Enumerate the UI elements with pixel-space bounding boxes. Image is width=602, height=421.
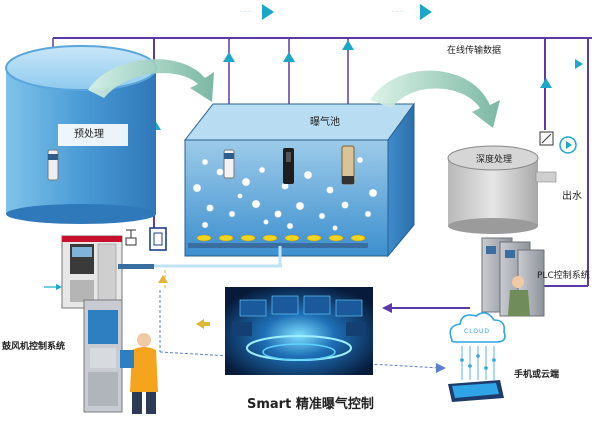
small-left-arrow	[196, 319, 210, 329]
flow-arrow-1	[88, 59, 214, 102]
top-small-label-2: · · · · ·	[392, 9, 404, 14]
air-pipe	[118, 246, 282, 269]
blower-icon	[61, 235, 123, 309]
advanced-treatment-label: 深度处理	[476, 155, 513, 165]
pressure-sensor-icon	[125, 229, 137, 246]
phone-icon	[448, 380, 504, 402]
blower-control-label: 鼓风机控制系统	[2, 342, 66, 352]
probe-icon-2	[223, 149, 235, 179]
dashed-arrow-right	[436, 363, 446, 373]
probe-icon-1	[47, 149, 59, 181]
online-transfer-label: 在线传输数据	[447, 46, 502, 56]
bubbles	[192, 156, 378, 231]
valve-icon	[149, 227, 167, 251]
probe-icon-4	[341, 145, 355, 185]
probe-icon-3	[283, 148, 294, 184]
aeration-tank	[183, 102, 415, 258]
advanced-treatment-tank	[447, 145, 557, 234]
diffusers	[196, 234, 366, 242]
plc-cabinet-icon	[481, 237, 545, 317]
mobile-cloud-label: 手机或云端	[514, 370, 560, 380]
caption-title: Smart 精准曝气控制	[247, 397, 374, 412]
blower-signal-arrow	[44, 284, 62, 290]
pretreatment-label: 预处理	[74, 129, 104, 140]
flow-arrow-2	[370, 70, 500, 128]
cloud-icon	[449, 312, 506, 343]
cloud-text: CLOUD	[464, 328, 491, 335]
terminal-icon	[83, 299, 123, 413]
air-pipe-bottom	[188, 243, 368, 248]
top-arrow-right-2	[420, 4, 432, 20]
effluent-label: 出水	[562, 191, 582, 202]
control-center-screen-icon	[225, 287, 373, 375]
top-arrow-right-1	[262, 4, 274, 20]
operator-icon	[120, 333, 158, 414]
flow-meter-icon	[539, 131, 554, 146]
aeration-tank-label: 曝气池	[310, 117, 340, 128]
valve-gauge-icon	[559, 136, 577, 154]
top-small-label-1: · · · · ·	[240, 9, 252, 14]
plc-control-label: PLC控制系统	[537, 271, 590, 281]
dashed-arrow-up	[158, 275, 168, 283]
arrow-to-screen	[382, 303, 392, 313]
top-arrow-right-3	[575, 59, 583, 69]
cloud-phone-links	[460, 346, 496, 380]
